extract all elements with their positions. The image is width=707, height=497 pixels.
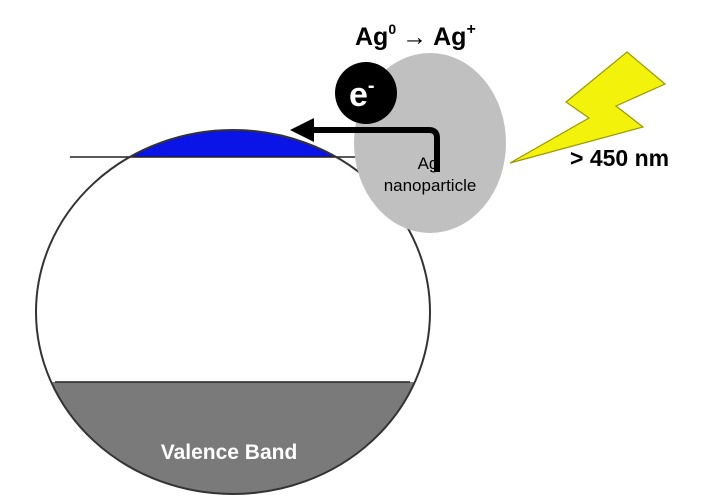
wavelength-label: > 450 nm <box>570 145 669 171</box>
nanoparticle-label-line2: nanoparticle <box>384 176 477 195</box>
reaction-product-charge: + <box>466 21 475 38</box>
semiconductor-particle <box>35 129 431 495</box>
electron-transfer-arrow <box>290 118 440 172</box>
electron: e- <box>335 62 397 124</box>
reaction-reactant: Ag <box>355 23 388 51</box>
valence-band-label: Valence Band <box>161 441 298 464</box>
electron-charge: - <box>368 75 375 97</box>
svg-text:e-: e- <box>349 75 375 114</box>
conduction-band-label-line2: Band <box>198 106 251 129</box>
reaction-product: Ag <box>433 23 466 51</box>
bandgap-region <box>36 157 430 382</box>
lightning-bolt-icon <box>509 51 667 164</box>
nanoparticle-label-line1: Ag <box>418 154 439 173</box>
semiconductor-outline <box>35 129 431 495</box>
reaction-reactant-charge: 0 <box>388 21 396 37</box>
electron-symbol: e <box>349 76 368 114</box>
electron-circle <box>335 62 397 124</box>
conduction-band-label-line1: Conduction <box>166 80 283 103</box>
reaction-arrow: → <box>402 23 427 51</box>
reaction-title: Ag0→Ag+ <box>355 21 476 51</box>
